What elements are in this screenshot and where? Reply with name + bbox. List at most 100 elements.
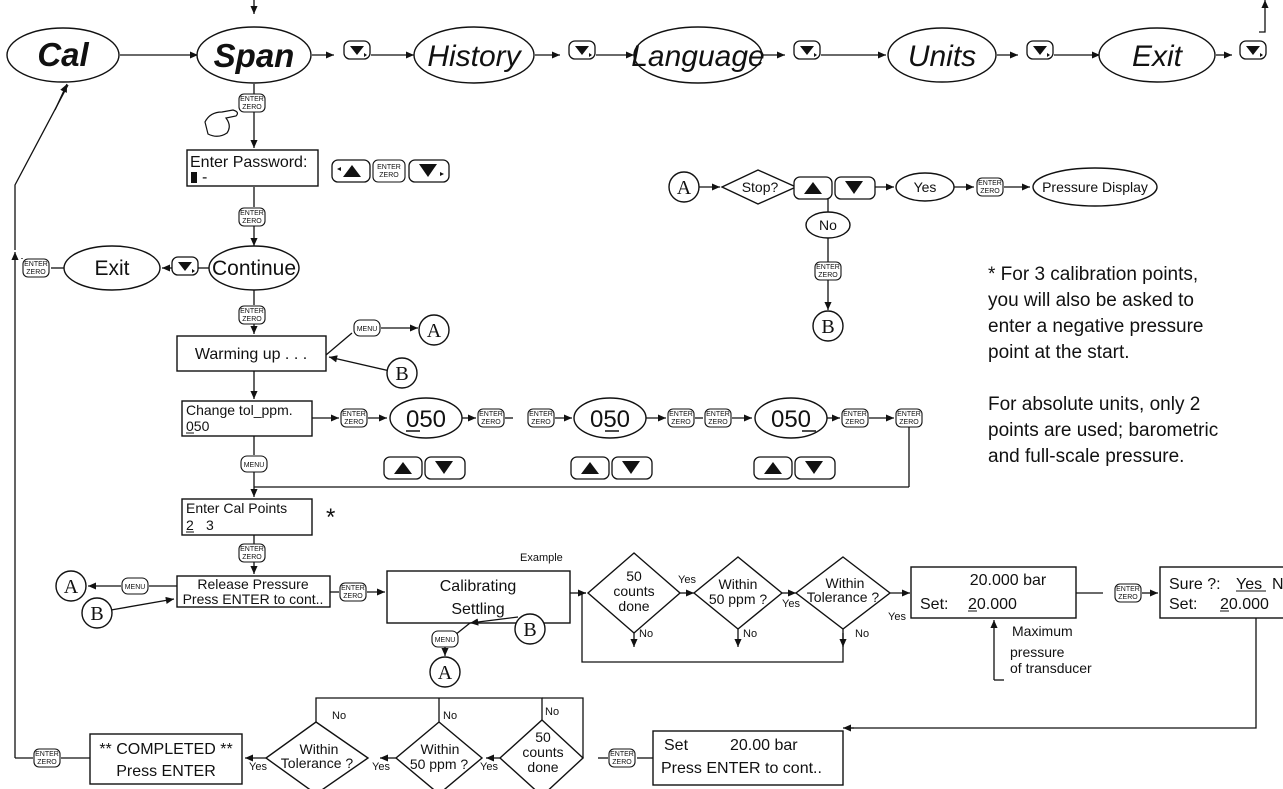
svg-text:ZERO: ZERO (1118, 594, 1138, 601)
svg-text:* For 3 calibration points,: * For 3 calibration points, (988, 264, 1198, 285)
example-label: Example (520, 552, 563, 564)
svg-text:ZERO: ZERO (531, 419, 551, 426)
svg-text:No: No (332, 710, 346, 722)
svg-text:ENTER: ENTER (816, 264, 840, 271)
svg-text:ENTER: ENTER (342, 411, 366, 418)
svg-text:Yes: Yes (480, 761, 498, 773)
menu-history-label: History (427, 40, 522, 73)
password-box (186, 149, 319, 187)
svg-text:pressure: pressure (1010, 644, 1065, 660)
svg-text:Settling: Settling (451, 601, 504, 618)
svg-text:Set:: Set: (920, 596, 948, 613)
svg-text:Press ENTER: Press ENTER (116, 763, 216, 780)
menu-exit-label: Exit (1132, 40, 1184, 73)
svg-text:counts: counts (613, 583, 654, 599)
pressure-display-node (1032, 167, 1158, 207)
svg-text:ZERO: ZERO (37, 759, 57, 766)
down-key-icon (1239, 40, 1267, 60)
svg-text:points are used; barometric: points are used; barometric (988, 420, 1218, 441)
svg-text:point at the start.: point at the start. (988, 342, 1130, 363)
bar-set-box (910, 566, 1077, 619)
svg-text:050: 050 (590, 406, 630, 433)
menu-span: Span (196, 26, 312, 84)
connector-a (418, 314, 450, 346)
svg-text:done: done (618, 598, 649, 614)
svg-text:Yes: Yes (372, 761, 390, 773)
svg-text:ENTER: ENTER (529, 411, 553, 418)
svg-text:ZERO: ZERO (481, 419, 501, 426)
svg-text:Yes: Yes (914, 179, 937, 195)
svg-text:No: No (443, 710, 457, 722)
svg-text:No: No (743, 628, 757, 640)
svg-text:No: No (819, 217, 837, 233)
svg-text:ZERO: ZERO (980, 188, 1000, 195)
svg-text:ZERO: ZERO (818, 272, 838, 279)
svg-text:B: B (395, 363, 408, 385)
svg-text:ZERO: ZERO (242, 316, 262, 323)
decision-within-tolerance-2 (264, 721, 370, 789)
span-entry-path: ENTER ZERO Enter Password: - ENTER ZERO … (22, 84, 450, 399)
svg-text:ENTER: ENTER (1116, 586, 1140, 593)
stop-decision (720, 169, 798, 205)
connector-a (429, 656, 461, 688)
svg-text:050: 050 (406, 406, 446, 433)
svg-text:Continue: Continue (212, 257, 296, 280)
svg-text:20.00 bar: 20.00 bar (730, 737, 798, 754)
svg-text:ENTER: ENTER (240, 96, 264, 103)
menu-cal: Cal (6, 27, 120, 83)
down-key-icon (793, 40, 821, 60)
svg-text:Tolerance ?: Tolerance ? (281, 755, 354, 771)
menu-language-label: Language (631, 40, 764, 73)
svg-text:50: 50 (626, 568, 642, 584)
svg-text:Within: Within (300, 741, 339, 757)
menu-language: Language (631, 26, 765, 84)
svg-text:Warming up . . .: Warming up . . . (195, 346, 307, 363)
svg-text:A: A (438, 662, 453, 684)
svg-text:ENTER: ENTER (24, 261, 48, 268)
svg-text:A: A (677, 177, 692, 199)
svg-text:Press ENTER to cont..: Press ENTER to cont.. (661, 760, 822, 777)
calibration-loop-lower: 50 counts done Yes Within 50 ppm ? Yes W… (11, 83, 585, 789)
svg-text:ZERO: ZERO (242, 104, 262, 111)
svg-text:ENTER: ENTER (610, 751, 634, 758)
svg-text:Press ENTER to cont..: Press ENTER to cont.. (183, 591, 324, 607)
svg-text:Within: Within (719, 576, 758, 592)
connector-b (81, 597, 113, 629)
svg-text:ZERO: ZERO (242, 218, 262, 225)
svg-text:enter a negative pressure: enter a negative pressure (988, 316, 1203, 337)
menu-units-label: Units (908, 40, 976, 73)
password-keys: ENTER ZERO (331, 159, 450, 183)
svg-text:B: B (523, 619, 536, 641)
svg-text:N: N (1272, 576, 1283, 593)
svg-text:Yes: Yes (249, 761, 267, 773)
svg-text:MENU: MENU (357, 326, 378, 333)
svg-text:Yes: Yes (888, 611, 906, 623)
svg-text:** COMPLETED **: ** COMPLETED ** (99, 741, 232, 758)
svg-text:ZERO: ZERO (242, 554, 262, 561)
release-box (176, 575, 331, 608)
svg-text:A: A (64, 576, 79, 598)
svg-text:Exit: Exit (94, 257, 129, 280)
tolerance-row: Change tol_ppm. 050 ENTER ZERO 050 ENTER… (181, 397, 923, 497)
svg-text:Set: Set (664, 737, 689, 754)
set-bar-box (652, 730, 844, 786)
set-pressure-section: 20.000 bar Set: 20.000 Maximum pressure … (598, 566, 1283, 786)
svg-text:050: 050 (186, 418, 210, 434)
svg-text:Change tol_ppm.: Change tol_ppm. (186, 402, 293, 418)
svg-text:Sure ?:: Sure ?: (1169, 576, 1221, 593)
down-key-icon (568, 40, 596, 60)
svg-text:No: No (639, 628, 653, 640)
svg-text:ZERO: ZERO (612, 759, 632, 766)
svg-text:ZERO: ZERO (343, 593, 363, 600)
connector-b (812, 310, 844, 342)
top-menu-row: Cal Span History Language Units (6, 0, 1269, 84)
svg-text:20.000 bar: 20.000 bar (970, 572, 1047, 589)
svg-text:50 ppm ?: 50 ppm ? (410, 756, 469, 772)
side-note: * For 3 calibration points, you will als… (988, 264, 1218, 467)
warming-box (176, 335, 327, 372)
svg-text:Stop?: Stop? (742, 179, 779, 195)
connector-a (55, 570, 87, 602)
updown-keys-1 (383, 456, 466, 480)
menu-span-label: Span (214, 37, 295, 74)
